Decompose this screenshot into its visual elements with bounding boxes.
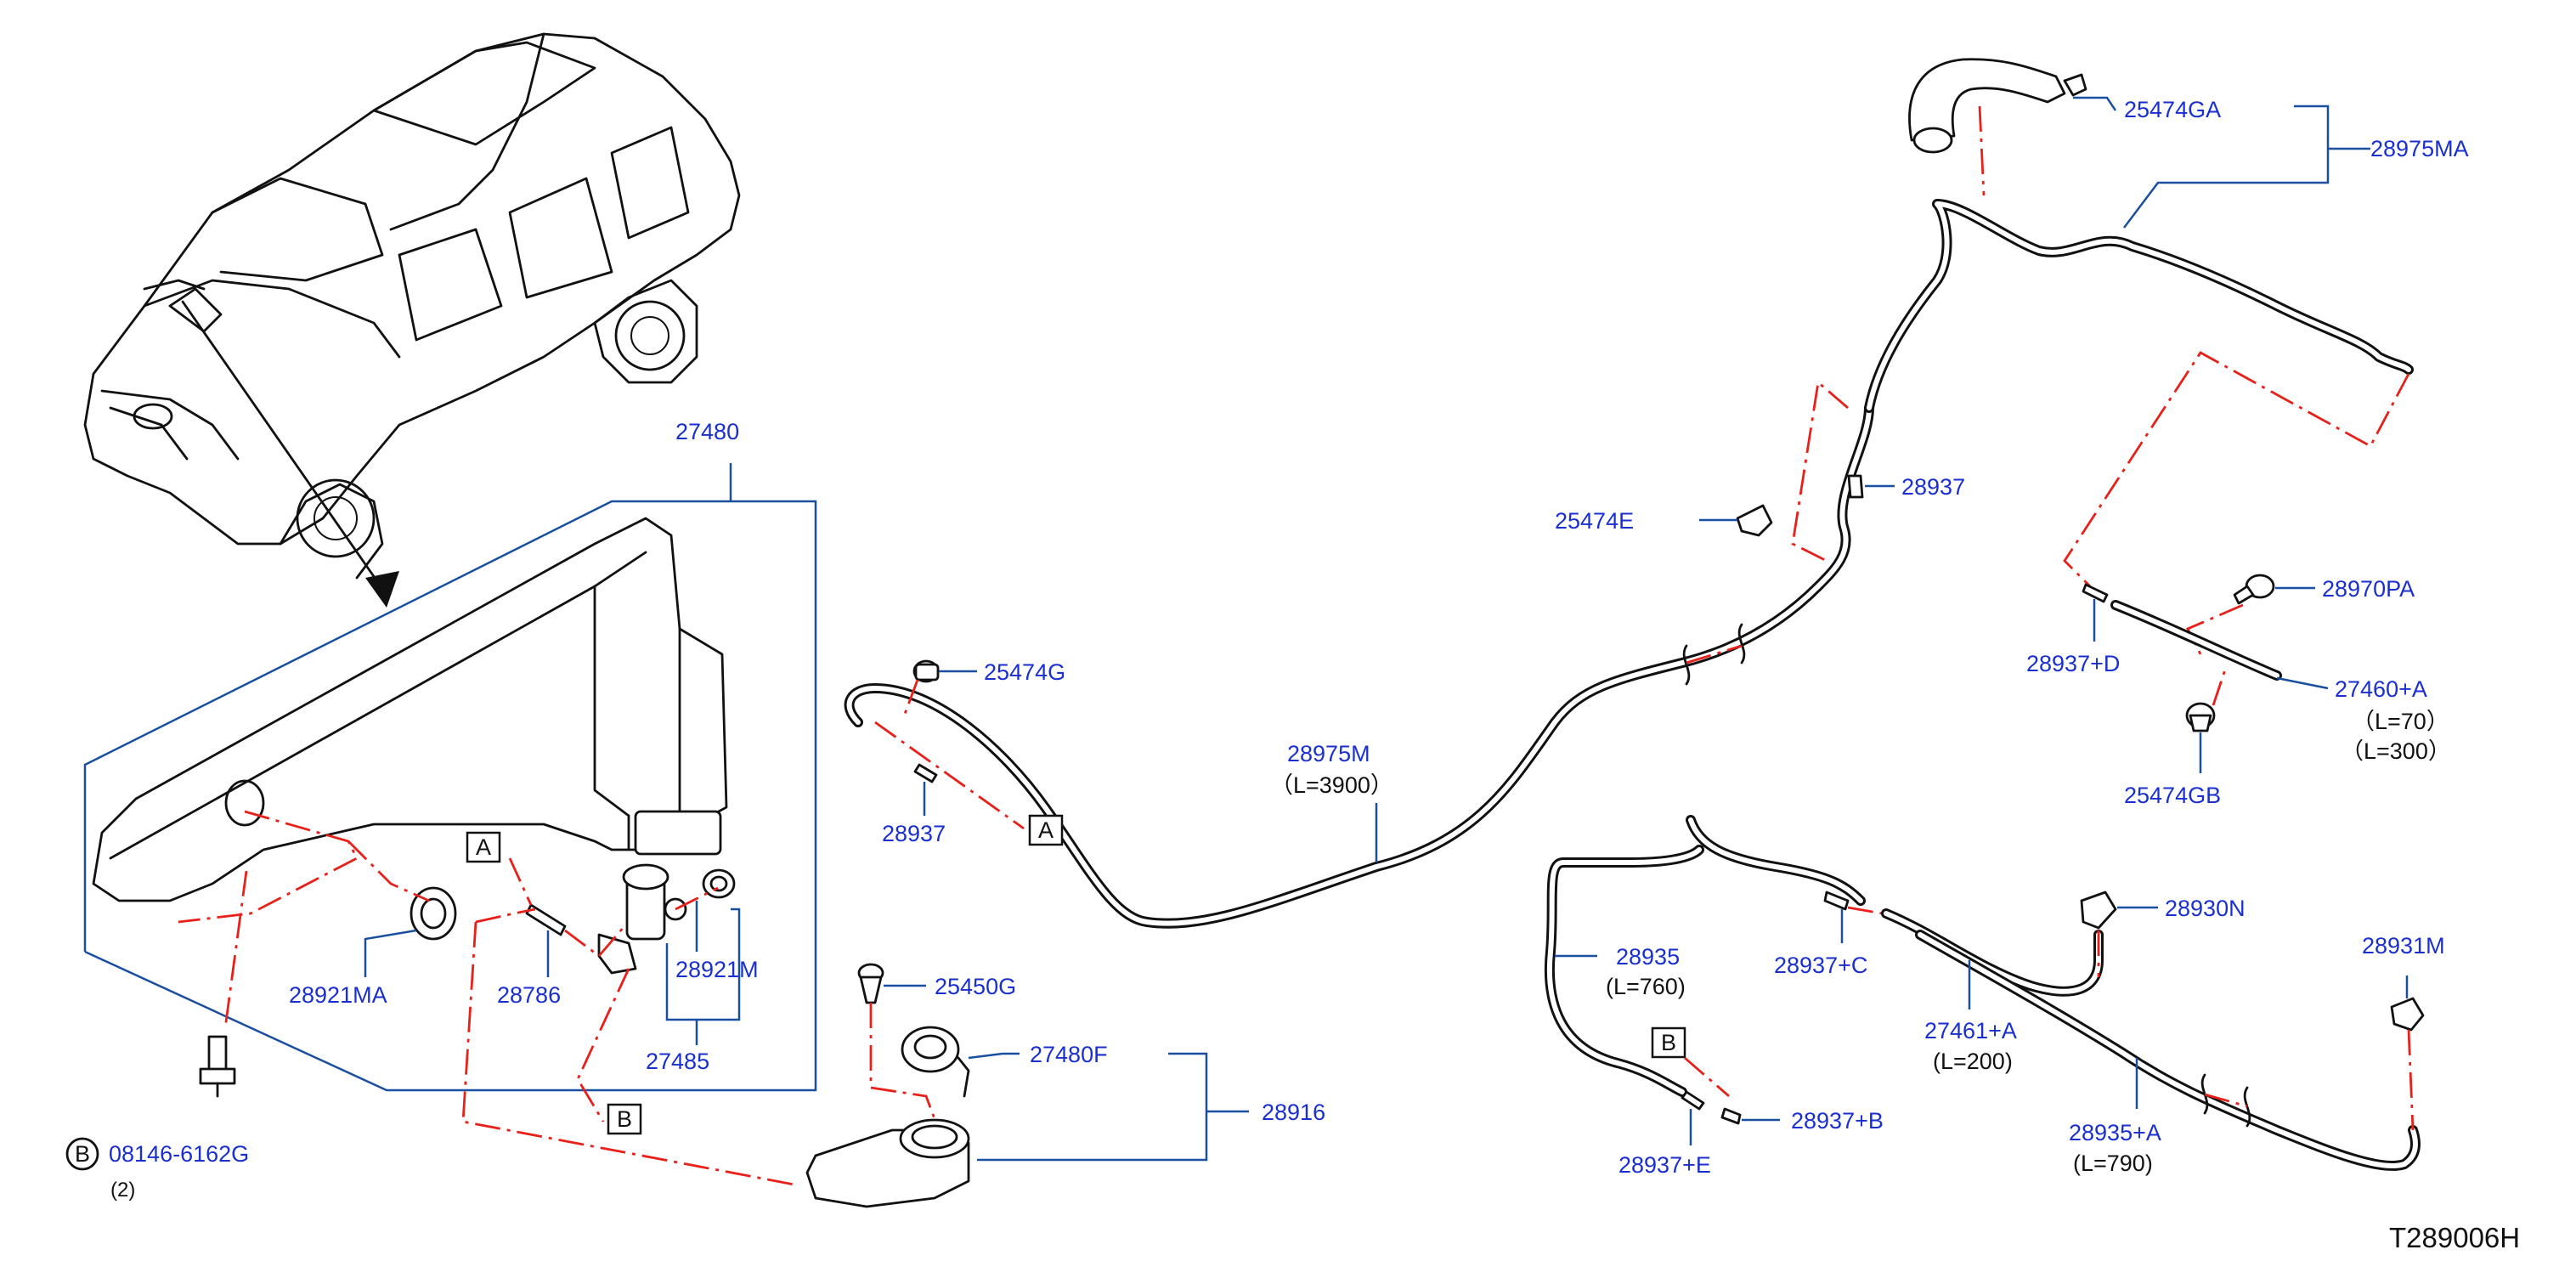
- label-25474G[interactable]: 25474G: [984, 659, 1065, 685]
- clip-25474G[interactable]: [912, 659, 940, 683]
- clip-25474GB[interactable]: [2185, 702, 2216, 732]
- joint-28937E[interactable]: [1681, 1090, 1705, 1111]
- label-27461A[interactable]: 27461+A: [1924, 1018, 2017, 1043]
- label-25450G[interactable]: 25450G: [935, 974, 1016, 999]
- leader-27460A: [2276, 676, 2329, 690]
- marker-A-reservoir: A: [466, 831, 501, 863]
- label-27460A-length-2: （L=300）: [2341, 738, 2451, 764]
- diagram-code: T289006H: [2389, 1222, 2520, 1253]
- label-28935[interactable]: 28935: [1616, 944, 1680, 970]
- hose-28975MA[interactable]: [1864, 199, 2414, 413]
- label-28786[interactable]: 28786: [497, 982, 561, 1008]
- label-28975M[interactable]: 28975M: [1287, 741, 1370, 766]
- washer-tank[interactable]: [92, 517, 728, 902]
- nozzle-28930N[interactable]: [2080, 891, 2117, 930]
- hose-27460A[interactable]: [2110, 600, 2282, 681]
- nozzle-28970PA[interactable]: [2233, 574, 2275, 605]
- svg-text:B: B: [75, 1141, 90, 1167]
- vehicle-illustration: [83, 32, 741, 608]
- grommet-28921M[interactable]: [702, 868, 736, 899]
- label-27480F[interactable]: 27480F: [1030, 1042, 1108, 1067]
- label-08146-qty: (2): [110, 1179, 135, 1202]
- marker-B-hose: B: [1651, 1026, 1686, 1059]
- joint-28937C[interactable]: [1823, 891, 1850, 911]
- label-28975M-length: （L=3900）: [1270, 772, 1393, 798]
- leader-28921MA: [364, 929, 417, 977]
- svg-text:B: B: [1661, 1030, 1676, 1055]
- svg-text:B: B: [617, 1106, 632, 1132]
- hose-28935A[interactable]: [1915, 930, 2421, 1171]
- label-28921M[interactable]: 28921M: [675, 957, 759, 982]
- break-mark-2: [1737, 623, 1746, 664]
- label-08146-6162G[interactable]: 08146-6162G: [109, 1141, 249, 1167]
- label-28931M[interactable]: 28931M: [2362, 933, 2445, 958]
- clip-25450G[interactable]: [857, 963, 884, 1004]
- marker-A-hose: A: [1028, 814, 1064, 846]
- break-mark-3: [2200, 1073, 2209, 1115]
- leader-28921M: [695, 901, 741, 952]
- leader-27480F: [968, 1052, 1020, 1060]
- label-28937-left[interactable]: 28937: [882, 821, 946, 846]
- label-27461A-length: (L=200): [1933, 1049, 2013, 1074]
- joint-28937-mid[interactable]: [1847, 474, 1864, 499]
- label-28921MA[interactable]: 28921MA: [289, 982, 387, 1008]
- leader-25474GA: [2073, 96, 2117, 111]
- joint-28937B[interactable]: [1720, 1107, 1742, 1125]
- joint-28937-left[interactable]: [913, 763, 938, 783]
- label-28937E[interactable]: 28937+E: [1618, 1152, 1711, 1178]
- label-28970PA[interactable]: 28970PA: [2322, 576, 2415, 602]
- label-28937B[interactable]: 28937+B: [1791, 1108, 1884, 1134]
- reservoir-group-bracket: [83, 463, 817, 1092]
- label-28937D[interactable]: 28937+D: [2026, 651, 2120, 676]
- label-28935-length: (L=760): [1606, 974, 1686, 999]
- hose-28935[interactable]: [1544, 815, 1866, 1097]
- filler-neck-28916[interactable]: [805, 1118, 970, 1208]
- hose-28975M[interactable]: [844, 403, 1874, 929]
- break-mark-4: [2243, 1086, 2251, 1128]
- label-25474GA[interactable]: 25474GA: [2124, 97, 2221, 122]
- leader-28916: [977, 1052, 1249, 1162]
- break-mark-1: [1682, 644, 1691, 686]
- label-27460A[interactable]: 27460+A: [2335, 676, 2427, 702]
- label-25474GB[interactable]: 25474GB: [2124, 783, 2221, 808]
- label-28935A-length: (L=790): [2073, 1151, 2153, 1176]
- elbow-25474GA[interactable]: [1908, 58, 2087, 154]
- marker-B-reservoir: B: [607, 1103, 642, 1135]
- circled-B-icon: B: [65, 1137, 99, 1171]
- bolt-08146-6162G[interactable]: [199, 1035, 236, 1098]
- label-27460A-length-1: （L=70）: [2352, 709, 2449, 734]
- leader-27485: [665, 943, 741, 1045]
- grommet-28921MA[interactable]: [410, 886, 457, 941]
- label-28930N[interactable]: 28930N: [2165, 896, 2246, 921]
- svg-text:A: A: [1038, 817, 1054, 843]
- label-28935A[interactable]: 28935+A: [2069, 1120, 2161, 1145]
- clip-25474E[interactable]: [1736, 504, 1773, 537]
- label-28975MA[interactable]: 28975MA: [2370, 136, 2469, 161]
- washer-pump-27485[interactable]: [597, 863, 687, 975]
- label-28937-mid[interactable]: 28937: [1901, 474, 1965, 500]
- joint-28937D[interactable]: [2082, 583, 2109, 603]
- nozzle-28931M[interactable]: [2390, 997, 2425, 1032]
- label-28916[interactable]: 28916: [1262, 1100, 1325, 1125]
- leader-28975MA: [2123, 105, 2370, 229]
- label-27485[interactable]: 27485: [646, 1049, 709, 1074]
- label-27480[interactable]: 27480: [675, 419, 739, 444]
- svg-text:A: A: [476, 834, 491, 860]
- cap-27480F[interactable]: [901, 1026, 970, 1098]
- label-25474E[interactable]: 25474E: [1555, 508, 1634, 534]
- label-28937C[interactable]: 28937+C: [1774, 953, 1867, 978]
